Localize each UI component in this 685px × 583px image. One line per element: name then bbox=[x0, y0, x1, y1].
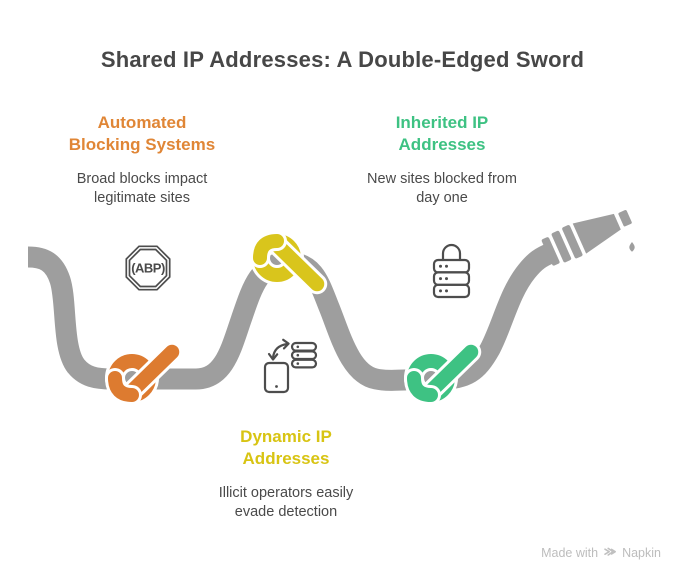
node-heading: Inherited IP Addresses bbox=[395, 113, 489, 154]
node-label-inherited-ip-addresses: Inherited IP Addresses New sites blocked… bbox=[312, 112, 572, 208]
node-heading: Dynamic IP Addresses bbox=[240, 427, 332, 468]
svg-text:(ABP): (ABP) bbox=[131, 261, 165, 276]
locked-server-icon bbox=[432, 243, 471, 299]
node-label-automated-blocking-systems: Automated Blocking Systems Broad blocks … bbox=[12, 112, 272, 208]
credit-prefix: Made with bbox=[541, 546, 599, 560]
credit-brand: Napkin bbox=[622, 546, 661, 560]
node-label-dynamic-ip-addresses: Dynamic IP Addresses Illicit operators e… bbox=[156, 426, 416, 522]
napkin-logo-icon bbox=[604, 547, 617, 556]
knot-dynamic-ip-addresses bbox=[250, 231, 328, 295]
hose-nozzle bbox=[541, 210, 632, 266]
abp-stop-sign-icon: (ABP) bbox=[125, 245, 171, 291]
node-subtitle: New sites blocked from day one bbox=[367, 171, 517, 206]
node-heading: Automated Blocking Systems bbox=[68, 113, 216, 154]
napkin-credit: Made with Napkin bbox=[541, 546, 661, 560]
node-subtitle: Illicit operators easily evade detection bbox=[218, 485, 354, 520]
knot-inherited-ip-addresses bbox=[404, 341, 482, 405]
knot-automated-blocking-systems bbox=[105, 341, 183, 405]
page-title: Shared IP Addresses: A Double-Edged Swor… bbox=[100, 47, 585, 72]
node-subtitle: Broad blocks impact legitimate sites bbox=[76, 171, 208, 206]
phone-server-swap-icon bbox=[263, 338, 318, 394]
water-drop-icon bbox=[629, 242, 635, 252]
